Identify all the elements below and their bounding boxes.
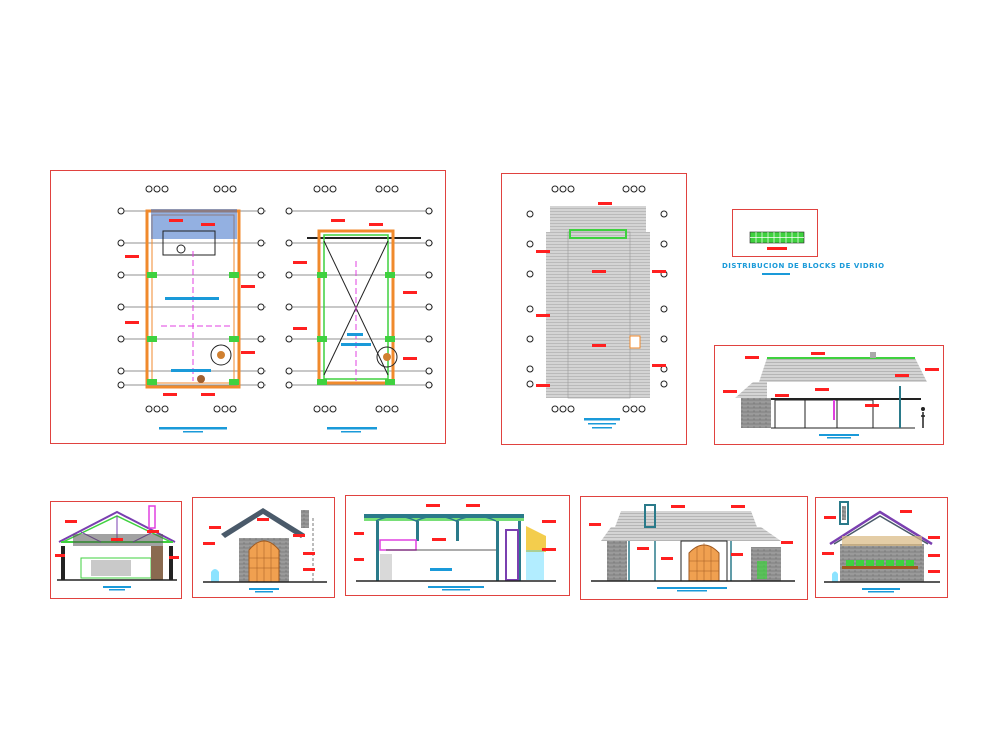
front-elevation — [203, 508, 327, 593]
floor-plan — [117, 185, 266, 433]
front-elevation-sheet — [192, 497, 335, 598]
long-elevation-sheet — [714, 345, 944, 445]
glass-block-sheet — [732, 209, 818, 257]
glass-block-detail — [749, 231, 805, 250]
roof-plan-sheet — [501, 173, 687, 445]
long-section — [354, 504, 556, 591]
roof-plan — [526, 185, 668, 429]
plan-drawings — [117, 185, 433, 433]
cross-section — [55, 505, 179, 591]
back-elevation-sheet — [815, 497, 948, 598]
long-elevation — [723, 352, 939, 439]
side-elevation-sheet — [580, 496, 808, 600]
structural-plan — [285, 185, 433, 433]
side-elevation — [589, 504, 795, 592]
back-elevation — [822, 501, 940, 593]
long-section-sheet — [345, 495, 570, 596]
cross-section-sheet — [50, 501, 182, 599]
plan-sheet — [50, 170, 446, 444]
glass-block-title: DISTRIBUCION DE BLOCKS DE VIDRIO — [722, 262, 885, 270]
glass-block-title-underline — [762, 273, 790, 275]
